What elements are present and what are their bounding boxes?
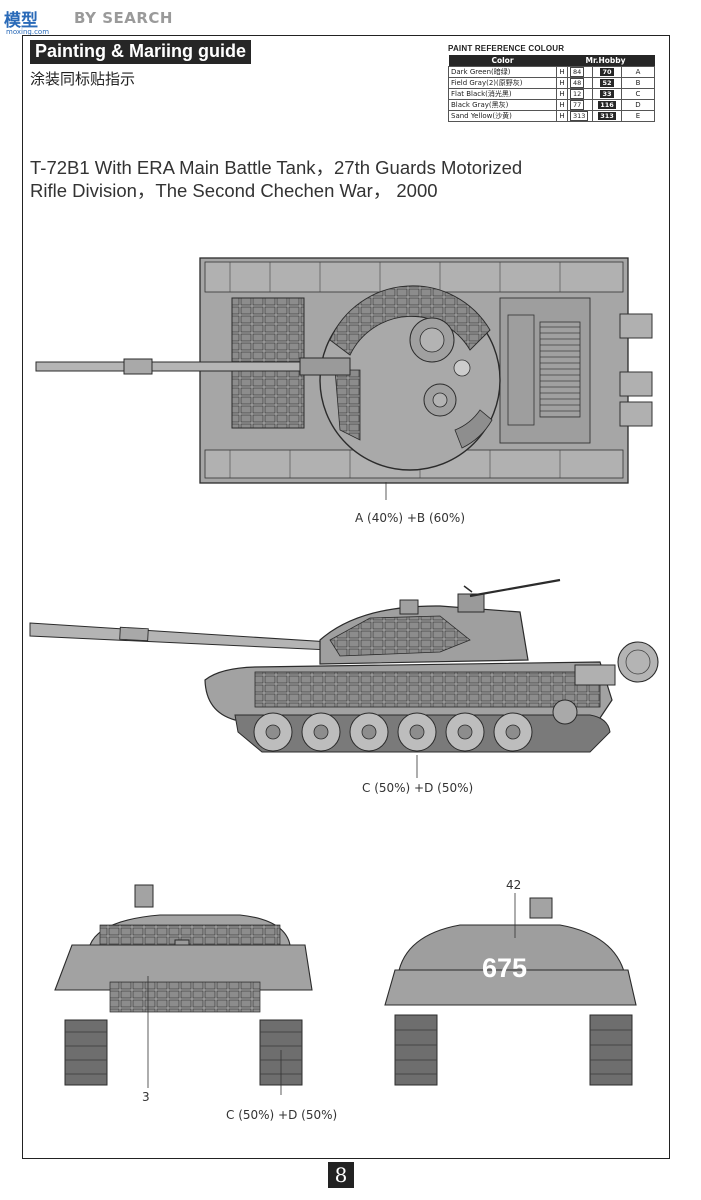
color-header: Color <box>448 55 557 67</box>
h-prefix: H <box>556 110 568 122</box>
top-view-color-note: A (40%) +B (60%) <box>355 511 466 525</box>
page-subtitle: 涂装同标贴指示 <box>30 70 136 88</box>
mr-number: 33 <box>600 90 614 98</box>
tank-front-rear-views <box>54 884 637 1095</box>
mr-number: 116 <box>598 101 616 109</box>
rear-view-marker: 42 <box>506 878 522 892</box>
paint-reference-table: Color Mr.Hobby Dark Green(暗绿) H 84 70 A … <box>448 55 655 122</box>
paint-code: C <box>621 88 655 100</box>
vehicle-heading-line1: T-72B1 With ERA Main Battle Tank，27th Gu… <box>30 157 523 178</box>
vehicle-heading-line2: Rifle Division，The Second Chechen War， 2… <box>30 180 438 201</box>
vehicle-heading: T-72B1 With ERA Main Battle Tank，27th Gu… <box>30 156 522 202</box>
watermark: 模型 BY SEARCH moxing.com <box>4 4 174 36</box>
brand-header: Mr.Hobby <box>556 55 655 67</box>
paint-code: B <box>621 77 655 89</box>
h-prefix: H <box>556 77 568 89</box>
front-view-marker: 3 <box>142 1090 150 1104</box>
h-number: 77 <box>570 100 585 110</box>
watermark-url: moxing.com <box>6 28 50 36</box>
side-view-color-note: C (50%) +D (50%) <box>362 781 474 795</box>
page-title: Painting & Mariing guide <box>30 40 251 64</box>
decal-number: 675 <box>482 953 528 983</box>
paint-name: Dark Green(暗绿) <box>448 66 557 78</box>
tank-rear-view <box>384 893 637 1086</box>
h-prefix: H <box>556 66 568 78</box>
bottom-views-color-note: C (50%) +D (50%) <box>226 1108 338 1122</box>
tank-side-view <box>29 578 659 778</box>
paint-code: A <box>621 66 655 78</box>
h-prefix: H <box>556 88 568 100</box>
h-number: 313 <box>570 111 589 121</box>
paint-code: D <box>621 99 655 111</box>
tank-front-view <box>54 884 313 1088</box>
page-frame <box>22 35 670 1159</box>
tank-top-view <box>35 257 653 500</box>
paint-row: Black Gray(黑灰) H 77 116 D <box>448 99 655 111</box>
h-prefix: H <box>556 99 568 111</box>
mr-number: 313 <box>598 112 616 120</box>
h-number: 84 <box>570 67 585 77</box>
paint-name: Sand Yellow(沙黄) <box>448 110 557 122</box>
mr-number: 70 <box>600 68 614 76</box>
paint-name: Field Gray(2)(原野灰) <box>448 77 557 89</box>
page-number: 8 <box>328 1162 354 1188</box>
h-number: 12 <box>570 89 585 99</box>
paint-code: E <box>621 110 655 122</box>
watermark-text: BY SEARCH <box>74 9 173 27</box>
watermark-logo: 模型 <box>4 11 38 31</box>
paint-reference-title: PAINT REFERENCE COLOUR <box>448 44 565 53</box>
paint-row: Dark Green(暗绿) H 84 70 A <box>448 66 655 78</box>
mr-number: 52 <box>600 79 614 87</box>
paint-row: Field Gray(2)(原野灰) H 48 52 B <box>448 77 655 89</box>
paint-row: Sand Yellow(沙黄) H 313 313 E <box>448 110 655 122</box>
paint-reference: PAINT REFERENCE COLOUR Color Mr.Hobby Da… <box>448 44 656 122</box>
h-number: 48 <box>570 78 585 88</box>
paint-name: Black Gray(黑灰) <box>448 99 557 111</box>
paint-row: Flat Black(消光黑) H 12 33 C <box>448 88 655 100</box>
paint-name: Flat Black(消光黑) <box>448 88 557 100</box>
